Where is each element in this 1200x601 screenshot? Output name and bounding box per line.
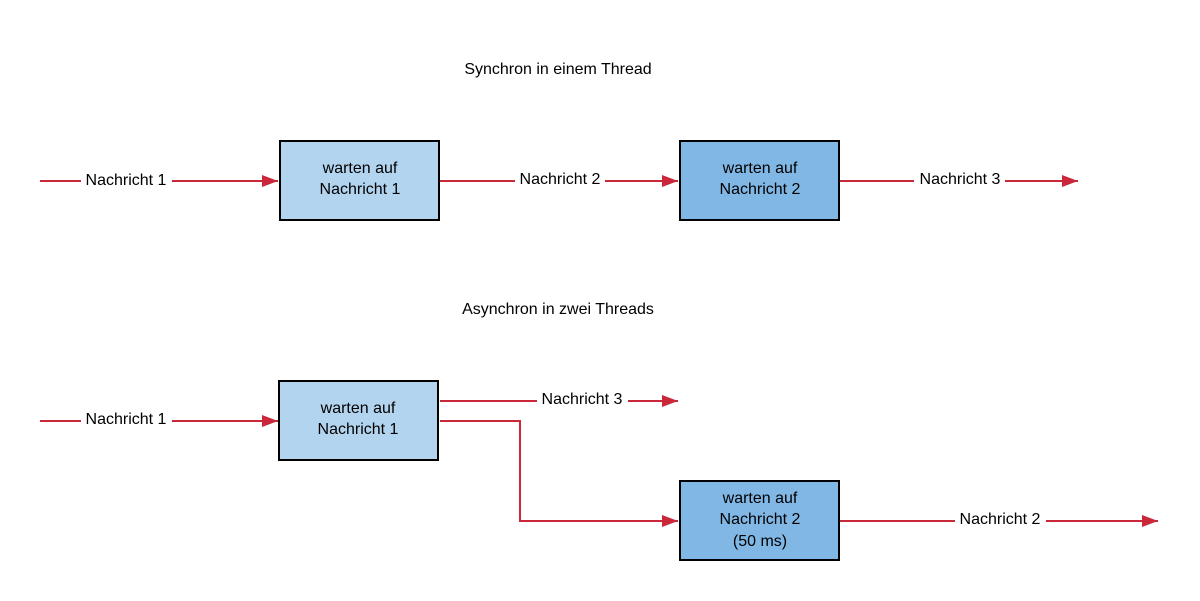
async-box-2-line-2: Nachricht 2 xyxy=(720,511,801,528)
async-box-1: warten auf Nachricht 1 xyxy=(278,380,439,461)
sync-label-2-bg xyxy=(515,169,605,189)
async-title: Asynchron in zwei Threads xyxy=(462,301,654,318)
sync-box-1-shape xyxy=(279,140,440,221)
sync-edge-label-2: Nachricht 2 xyxy=(520,171,601,188)
sync-box-1-line-1: warten auf xyxy=(322,160,398,177)
async-box-2-line-1: warten auf xyxy=(722,490,798,507)
async-edge-label-3: Nachricht 2 xyxy=(960,511,1041,528)
async-label-2-bg xyxy=(537,389,628,409)
async-arrow-branch-bottom xyxy=(440,420,678,527)
async-box-1-shape xyxy=(278,380,439,461)
sync-label-1-bg xyxy=(81,170,172,190)
sync-label-3-bg xyxy=(914,169,1005,189)
sync-box-2: warten auf Nachricht 2 xyxy=(679,140,840,221)
async-box-2-line-3: (50 ms) xyxy=(733,533,787,550)
sync-edge-label-1: Nachricht 1 xyxy=(86,172,167,189)
sync-box-1: warten auf Nachricht 1 xyxy=(279,140,440,221)
async-box-2: warten auf Nachricht 2 (50 ms) xyxy=(679,480,840,561)
async-box-1-line-2: Nachricht 1 xyxy=(318,421,399,438)
sync-title: Synchron in einem Thread xyxy=(464,61,651,78)
sync-section: Synchron in einem Thread Nachricht 1 Nac… xyxy=(40,61,1078,221)
async-label-3-bg xyxy=(955,509,1046,529)
sync-edge-label-3: Nachricht 3 xyxy=(920,171,1001,188)
sync-box-2-line-2: Nachricht 2 xyxy=(720,181,801,198)
async-box-1-line-1: warten auf xyxy=(320,400,396,417)
sync-box-1-line-2: Nachricht 1 xyxy=(320,181,401,198)
async-edge-label-1: Nachricht 1 xyxy=(86,411,167,428)
async-edge-label-2: Nachricht 3 xyxy=(542,391,623,408)
async-box-2-shape xyxy=(679,480,840,561)
async-section: Asynchron in zwei Threads Nachricht 1 Na… xyxy=(40,301,1158,561)
sync-box-2-line-1: warten auf xyxy=(722,160,798,177)
sync-box-2-shape xyxy=(679,140,840,221)
async-label-1-bg xyxy=(81,409,172,429)
